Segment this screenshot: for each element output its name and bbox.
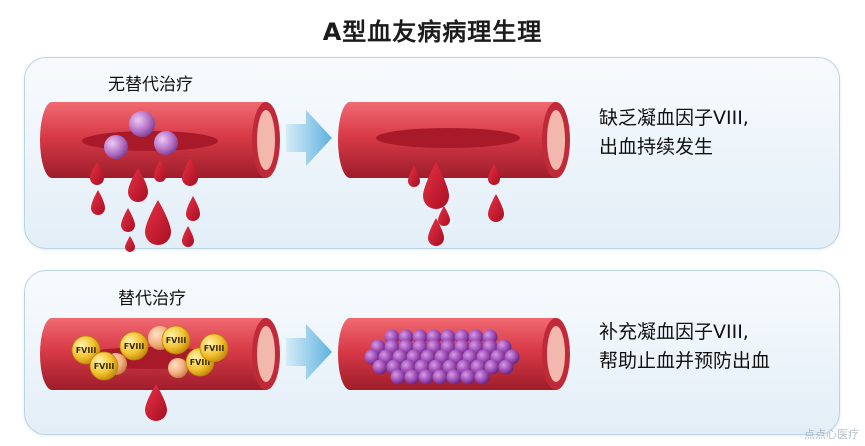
clot-sphere [372, 359, 388, 375]
fviii-factor-sphere [119, 331, 149, 361]
page-title: A型血友病病理生理 [322, 18, 543, 46]
description-replacement: 补充凝血因子VIII, 帮助止血并预防出血 [599, 318, 770, 376]
description-line-2: 帮助止血并预防出血 [599, 350, 771, 372]
clot-sphere [474, 369, 490, 385]
clot-icon [364, 329, 520, 385]
clot-sphere [390, 369, 406, 385]
fviii-factor-label: FVIII [124, 342, 145, 351]
description-line-1: 补充凝血因子VIII, [599, 321, 749, 343]
platelet-icon [104, 111, 178, 159]
description-no-replacement: 缺乏凝血因子VIII, 出血持续发生 [599, 104, 749, 162]
arrow-right-icon [286, 110, 332, 166]
fviii-factor-icon: FVIII FVIII FVIII FVIII FVIII FVIII [71, 325, 229, 381]
clot-sphere [498, 359, 514, 375]
description-line-1: 缺乏凝血因子VIII, [599, 107, 749, 129]
fviii-factor-sphere [89, 351, 119, 381]
label-replacement: 替代治疗 [118, 289, 186, 309]
fviii-factor-label: FVIII [94, 362, 115, 371]
arrow-right-icon [286, 324, 332, 380]
fviii-factor-sphere [199, 333, 229, 363]
fviii-factor-label: FVIII [190, 358, 211, 367]
blood-vessel-icon [338, 102, 570, 178]
blood-drop-icon [408, 162, 504, 246]
clot-sphere [364, 349, 380, 365]
clot-sphere [432, 369, 448, 385]
description-line-2: 出血持续发生 [599, 136, 714, 158]
clot-sphere [418, 369, 434, 385]
clot-sphere [484, 359, 500, 375]
fviii-factor-sphere [161, 325, 191, 355]
watermark: 点点心医疗 [804, 428, 859, 441]
fviii-factor-label: FVIII [166, 336, 187, 345]
clot-sphere [404, 369, 420, 385]
label-no-replacement: 无替代治疗 [108, 75, 193, 95]
blood-drop-icon [145, 384, 167, 421]
fviii-factor-label: FVIII [204, 344, 225, 353]
fviii-factor-label: FVIII [76, 346, 97, 355]
clot-sphere [446, 369, 462, 385]
blood-drop-icon [90, 158, 200, 252]
clot-sphere [460, 369, 476, 385]
